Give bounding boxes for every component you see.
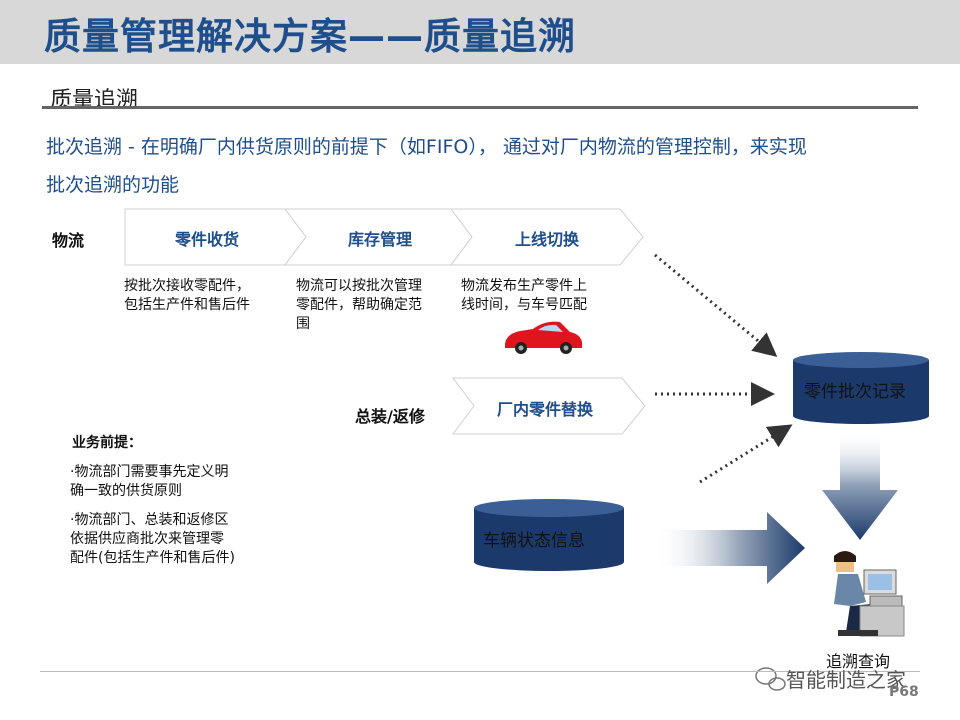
database-vehicle-status — [474, 499, 624, 571]
lane-label-logistics: 物流 — [52, 231, 85, 250]
chevron-part-replacement — [452, 377, 646, 435]
watermark-text: 智能制造之家 — [754, 664, 906, 693]
business-line: ·物流部门、总装和返修区 — [70, 512, 229, 528]
step-line-switch-label: 上线切换 — [515, 230, 580, 249]
step-inventory-desc: 物流可以按批次管理 零配件，帮助确定范 围 — [296, 277, 422, 334]
dotted-arrow-lower — [699, 424, 793, 484]
desc-line: 包括生产件和售后件 — [124, 297, 250, 313]
page-number: P68 — [889, 684, 919, 700]
desc-line: 线时间，与车号匹配 — [461, 297, 587, 313]
title-bar — [0, 0, 960, 64]
business-line: 确一致的供货原则 — [70, 483, 182, 499]
database-vehicle-status-label: 车辆状态信息 — [483, 531, 585, 551]
step-inventory-label: 库存管理 — [348, 230, 413, 249]
step-part-replacement-label: 厂内零件替换 — [497, 400, 594, 419]
desc-line: 零配件，帮助确定范 — [296, 297, 422, 313]
footer-divider — [40, 671, 920, 672]
lane-label-assembly: 总装/返修 — [355, 407, 425, 426]
database-batch-record-label: 零件批次记录 — [804, 382, 906, 402]
gradient-arrow-down — [822, 430, 898, 540]
database-batch-record — [793, 352, 929, 424]
trace-query-label: 追溯查询 — [826, 652, 891, 671]
business-line: ·物流部门需要事先定义明 — [70, 464, 229, 480]
business-item-2: ·物流部门、总装和返修区 依据供应商批次来管理零 配件(包括生产件和售后件) — [70, 511, 235, 568]
step-receiving-label: 零件收货 — [175, 230, 240, 249]
dotted-arrow-upper — [654, 253, 778, 357]
step-receiving-desc: 按批次接收零配件， 包括生产件和售后件 — [124, 277, 250, 315]
intro-line-2: 批次追溯的功能 — [46, 174, 180, 196]
red-car-icon — [505, 321, 582, 354]
desc-line: 围 — [296, 316, 310, 332]
desc-line: 按批次接收零配件， — [124, 278, 250, 294]
business-line: 配件(包括生产件和售后件) — [70, 550, 235, 566]
desc-line: 物流发布生产零件上 — [461, 278, 587, 294]
subtitle-divider — [42, 106, 918, 109]
chevron-line-switch — [450, 208, 644, 266]
page-title: 质量管理解决方案——质量追溯 — [44, 15, 576, 58]
step-line-switch-desc: 物流发布生产零件上 线时间，与车号匹配 — [461, 277, 587, 315]
business-heading: 业务前提： — [72, 435, 142, 451]
intro-line-1: 批次追溯 - 在明确厂内供货原则的前提下（如FIFO）， 通过对厂内物流的管理控… — [46, 136, 807, 158]
desc-line: 物流可以按批次管理 — [296, 278, 422, 294]
business-item-1: ·物流部门需要事先定义明 确一致的供货原则 — [70, 463, 228, 501]
wechat-icon — [755, 667, 786, 691]
watermark-label: 智能制造之家 — [786, 668, 906, 692]
person-at-computer-icon — [834, 551, 905, 637]
gradient-arrow-right — [655, 512, 805, 584]
business-line: 依据供应商批次来管理零 — [70, 531, 224, 547]
